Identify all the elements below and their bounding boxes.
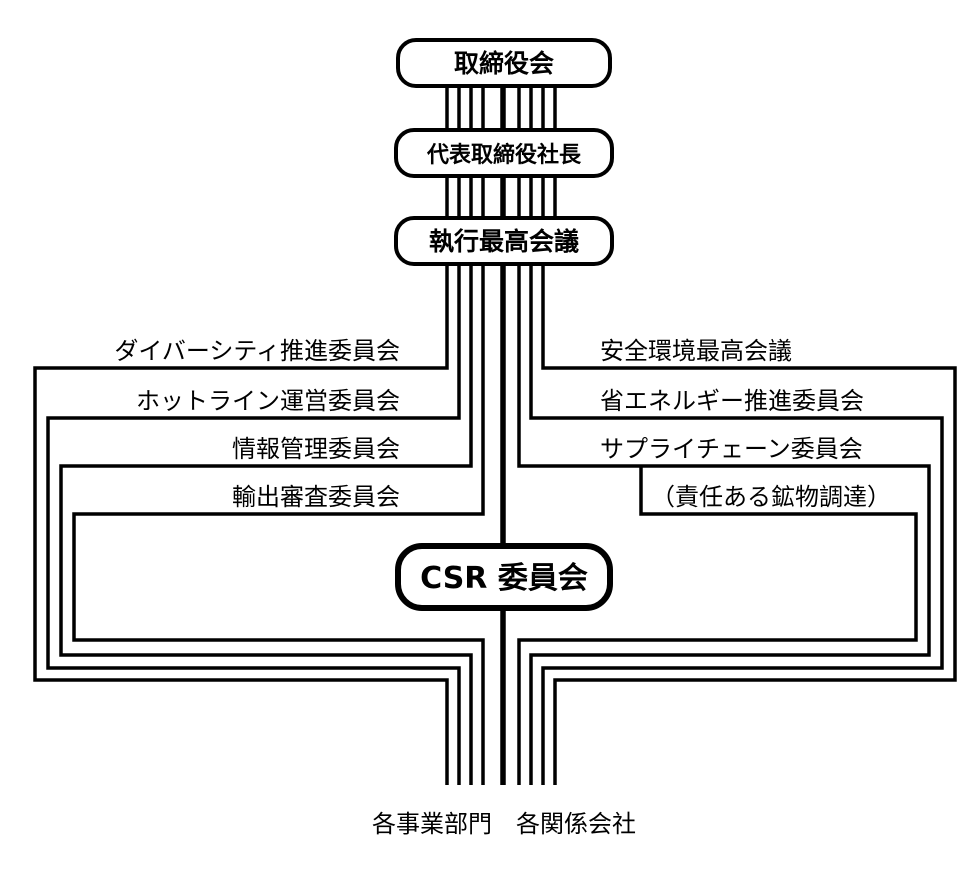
executive-label: 執行最高会議 bbox=[429, 227, 579, 256]
committee-left-export: 輸出審査委員会 bbox=[232, 483, 400, 511]
right-committee-lines bbox=[517, 262, 957, 785]
left-committee-lines bbox=[33, 262, 485, 785]
committee-right-minerals: （責任ある鉱物調達） bbox=[651, 483, 891, 511]
committee-right-energy: 省エネルギー推進委員会 bbox=[600, 387, 864, 415]
csr-committee-label: CSR 委員会 bbox=[420, 561, 588, 596]
committee-right-safety: 安全環境最高会議 bbox=[600, 337, 792, 365]
committee-left-information: 情報管理委員会 bbox=[232, 435, 400, 463]
csr-committee-node: CSR 委員会 bbox=[395, 543, 613, 611]
executive-node: 執行最高会議 bbox=[394, 216, 614, 266]
board-node: 取締役会 bbox=[396, 38, 612, 88]
bottom-label: 各事業部門 各関係会社 bbox=[372, 810, 636, 838]
president-label: 代表取締役社長 bbox=[426, 142, 582, 168]
committee-left-hotline: ホットライン運営委員会 bbox=[136, 387, 400, 415]
committee-right-supply-chain: サプライチェーン委員会 bbox=[600, 435, 863, 463]
committee-left-diversity: ダイバーシティ推進委員会 bbox=[114, 337, 400, 365]
board-label: 取締役会 bbox=[454, 49, 554, 78]
president-node: 代表取締役社長 bbox=[394, 128, 614, 178]
